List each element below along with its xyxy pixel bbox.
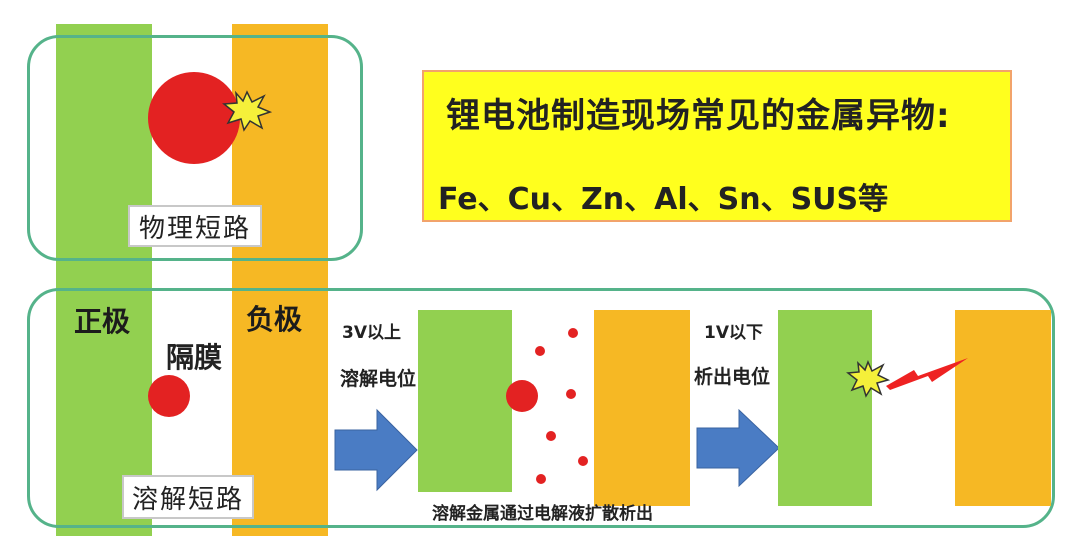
metal-ion — [566, 389, 576, 399]
dissolving-particle — [506, 380, 538, 412]
metal-ion — [578, 456, 588, 466]
positive-electrode-bar — [56, 24, 152, 536]
physical-short-label: 物理短路 — [128, 205, 262, 247]
physical-short-frame — [27, 35, 363, 261]
separator-label: 隔膜 — [166, 341, 223, 374]
step1-description: 溶解电位 — [340, 368, 417, 390]
diffusion-caption: 溶解金属通过电解液扩散析出 — [432, 504, 653, 524]
metal-ion — [536, 474, 546, 484]
right-positive-electrode — [778, 310, 872, 506]
middle-positive-electrode — [418, 310, 512, 492]
step2-voltage: 1V以下 — [704, 323, 763, 343]
right-negative-electrode — [955, 310, 1051, 506]
positive-electrode-label: 正极 — [74, 305, 131, 338]
negative-electrode-label: 负极 — [246, 303, 303, 336]
metal-ion — [568, 328, 578, 338]
spark-icon — [222, 90, 273, 132]
middle-negative-electrode — [594, 310, 690, 506]
metal-ion — [546, 431, 556, 441]
title-box: 锂电池制造现场常见的金属异物: Fe、Cu、Zn、Al、Sn、SUS等 — [422, 70, 1012, 222]
step2-description: 析出电位 — [694, 366, 771, 388]
metal-list: Fe、Cu、Zn、Al、Sn、SUS等 — [438, 182, 889, 217]
spark-icon — [846, 360, 891, 398]
right-arrow-icon — [696, 408, 780, 488]
metal-ion — [535, 346, 545, 356]
dissolution-short-label: 溶解短路 — [122, 475, 254, 519]
step1-voltage: 3V以上 — [342, 323, 401, 343]
dissolution-short-frame — [27, 288, 1055, 528]
lightning-icon — [886, 358, 968, 390]
right-arrow-icon — [334, 408, 418, 492]
title-heading: 锂电池制造现场常见的金属异物: — [446, 96, 951, 136]
metal-particle-medium — [148, 375, 190, 417]
metal-particle-large — [148, 72, 240, 164]
